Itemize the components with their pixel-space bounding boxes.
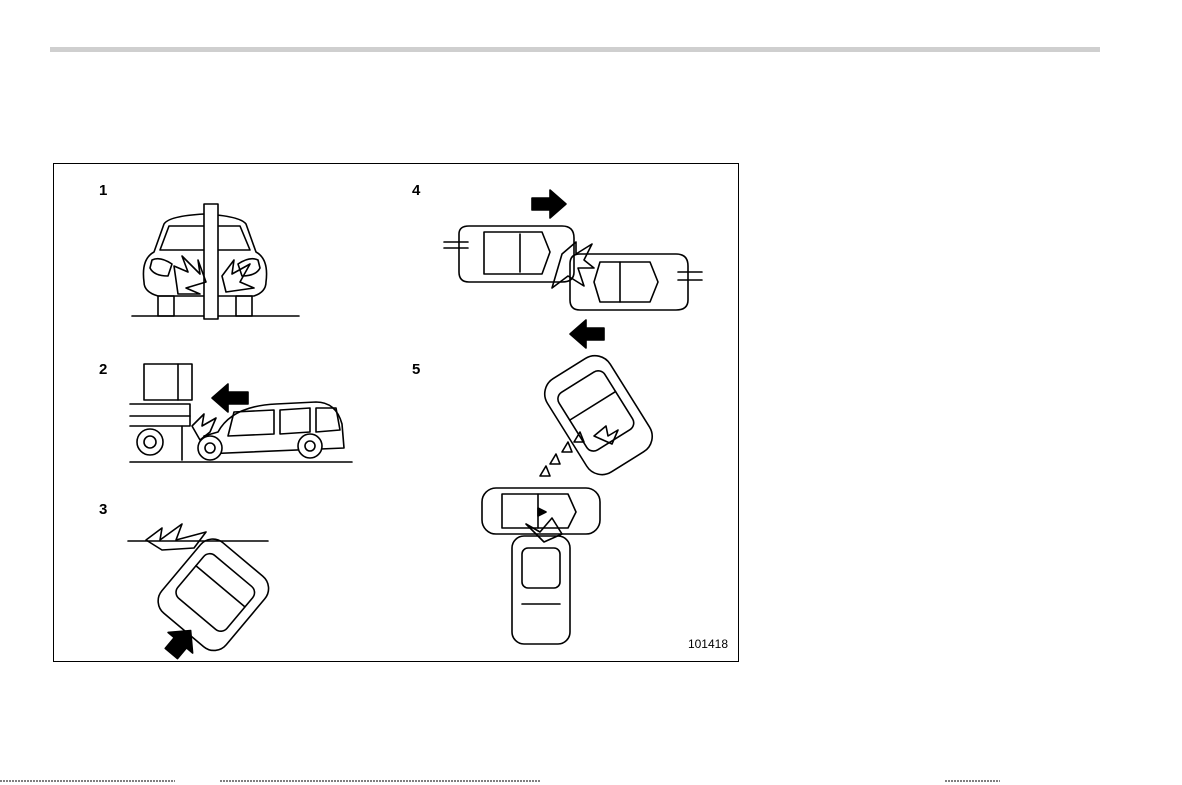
direction-arrow-icon	[532, 190, 566, 218]
crash-diagram-artwork	[54, 164, 739, 662]
figure-code: 101418	[688, 637, 728, 651]
panel-3-illustration	[128, 524, 275, 662]
crash-diagram-figure: 1 2 3 4 5 101418	[53, 163, 739, 662]
panel-2-illustration	[130, 364, 352, 462]
impact-burst-icon	[526, 518, 562, 542]
impact-burst-icon	[174, 256, 206, 294]
direction-arrow-icon	[570, 320, 604, 348]
header-rule	[50, 47, 1100, 52]
panel-5-illustration	[482, 349, 659, 644]
impact-burst-icon	[146, 524, 206, 550]
panel-number-4: 4	[412, 182, 420, 199]
impact-burst-icon	[594, 426, 618, 444]
impact-burst-icon	[552, 242, 594, 288]
panel-4-illustration	[444, 190, 702, 348]
panel-1-illustration	[132, 204, 299, 319]
footer-scan-strip	[0, 778, 1182, 785]
panel-number-5: 5	[412, 361, 420, 378]
direction-arrow-icon	[212, 384, 248, 412]
panel-number-2: 2	[99, 361, 107, 378]
panel-number-1: 1	[99, 182, 107, 199]
panel-number-3: 3	[99, 501, 107, 518]
